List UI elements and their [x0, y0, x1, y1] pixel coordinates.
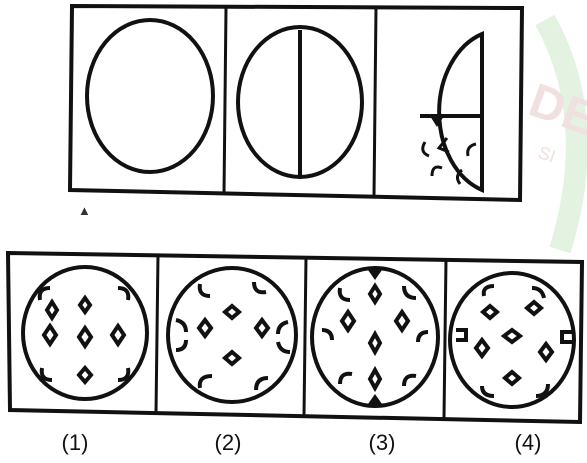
option-label-2: (2) [198, 430, 258, 456]
options-strip [8, 253, 582, 422]
option-figure-3[interactable] [312, 268, 438, 406]
svg-text:▲: ▲ [78, 203, 91, 218]
svg-text:SI: SI [535, 142, 558, 167]
option-label-1: (1) [45, 430, 105, 456]
watermark-logo: DE SI [522, 20, 587, 250]
option-label-4: (4) [498, 430, 558, 456]
question-strip: ▲ [70, 6, 522, 218]
option-label-3: (3) [352, 430, 412, 456]
